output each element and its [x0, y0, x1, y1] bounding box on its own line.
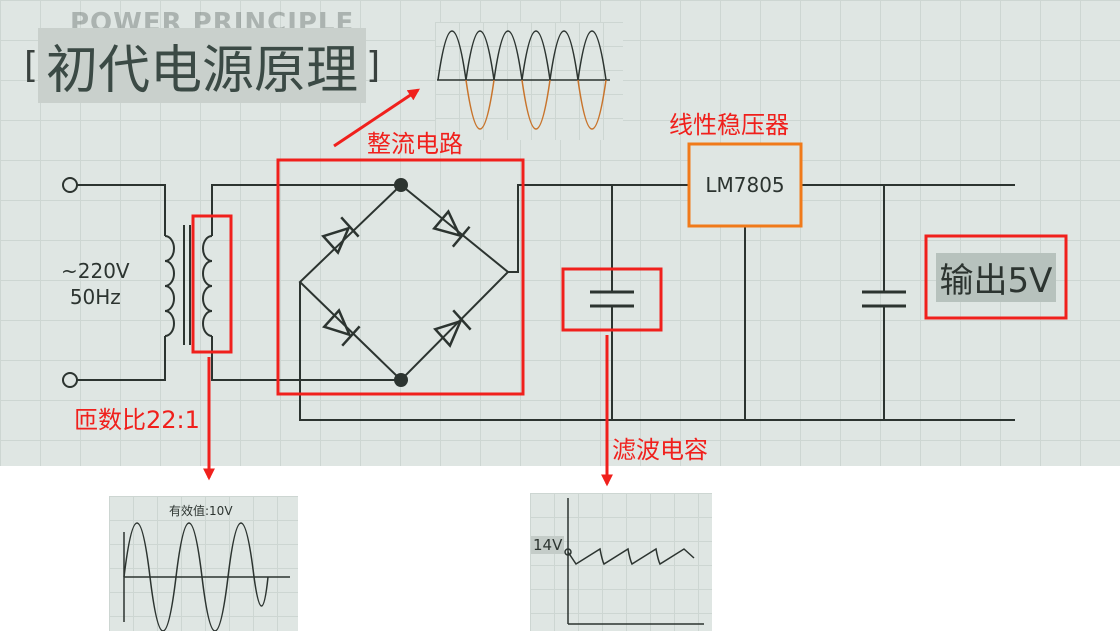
transformer-coil-icon: [164, 235, 175, 337]
diode-icon: [431, 209, 471, 248]
secondary-wire-bottom: [211, 336, 401, 381]
bridge-rectifier: [298, 183, 510, 382]
diode-icon: [321, 216, 360, 255]
regulator-box: [687, 142, 803, 228]
input-frequency-text: 50Hz: [69, 285, 121, 309]
page-title: [ 初代电源原理 ]: [24, 27, 381, 103]
diode-icon: [322, 308, 361, 347]
filter-capacitor-label: 滤波电容: [612, 436, 708, 464]
ripple-waveform: [567, 547, 695, 566]
title-bracket-close: ]: [366, 44, 381, 86]
arrow-icon: [333, 88, 420, 148]
ground-rail: [299, 282, 1015, 421]
filtered-waveform-panel: [530, 493, 712, 631]
title-bracket-open: [: [24, 44, 39, 86]
output-label: 输出5V: [935, 252, 1057, 302]
bridge-node-dot: [394, 178, 408, 192]
regulator-label: 线性稳压器: [669, 111, 789, 139]
rectified-waveform: [437, 30, 607, 81]
output-highlight: [924, 234, 1068, 320]
transformer-coil-icon: [202, 235, 213, 337]
secondary-sine-waveform: [123, 522, 269, 631]
capacitor-icon: [590, 290, 634, 308]
secondary-coil-highlight: [191, 214, 233, 354]
negative-half-waveform: [465, 79, 607, 130]
capacitor-icon: [862, 290, 906, 308]
rectifier-label: 整流电路: [367, 130, 463, 158]
diode-icon: [433, 309, 472, 348]
input-voltage-text: ~220V: [61, 259, 130, 283]
filter-capacitor-highlight: [561, 267, 663, 332]
filter-voltage-label: 14V: [531, 536, 565, 554]
rms-value-label: 有效值:10V: [169, 504, 233, 518]
turns-ratio-label: 匝数比22:1: [74, 406, 200, 434]
title-text: 初代电源原理: [38, 27, 367, 103]
output-label-box: 输出5V: [926, 236, 1066, 318]
secondary-waveform-panel: [109, 496, 298, 631]
bridge-node-dot: [394, 373, 408, 387]
terminal-circle-icon: [62, 372, 78, 388]
input-wire-bottom: [77, 336, 166, 381]
regulator-chip-label: LM7805: [705, 173, 785, 197]
terminal-circle-icon: [62, 177, 78, 193]
rectifier-highlight: [276, 158, 525, 396]
voltage-marker: [564, 548, 572, 556]
input-spec-label: ~220V 50Hz: [61, 258, 130, 310]
input-wire-top: [77, 184, 166, 236]
secondary-wire-top: [211, 184, 401, 236]
